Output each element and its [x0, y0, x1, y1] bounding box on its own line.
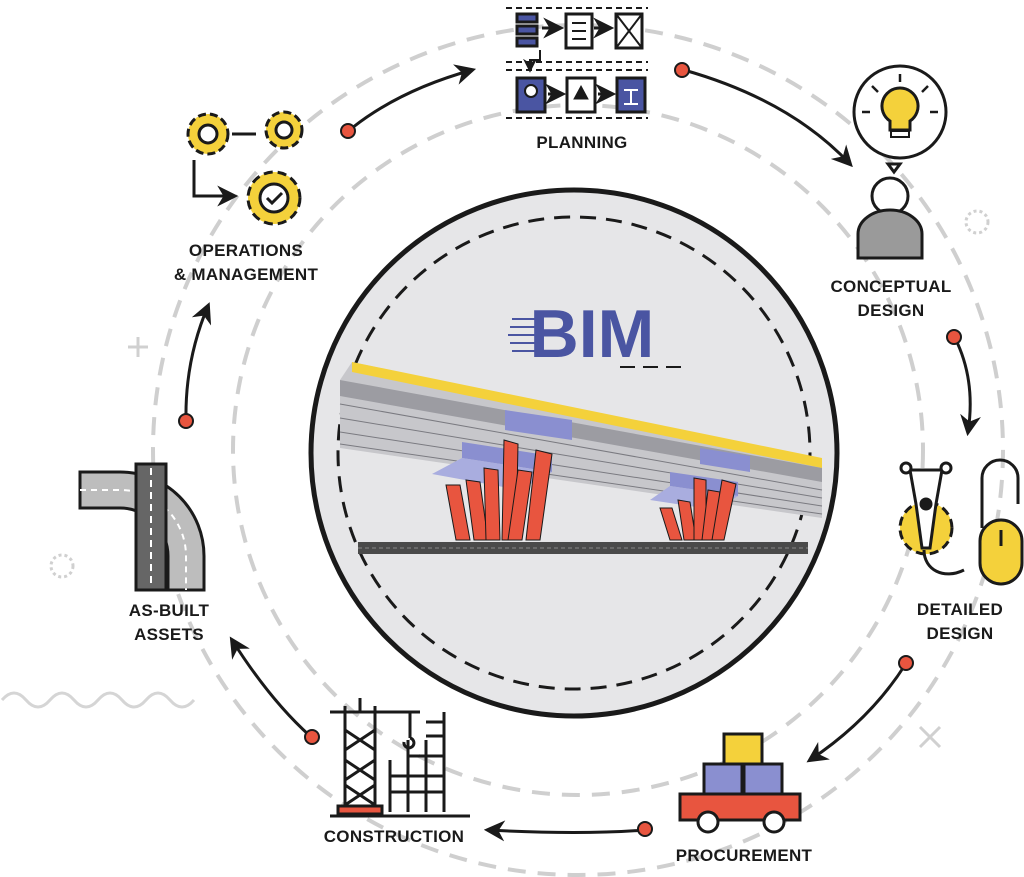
detailed-design-pen-gear-mouse-icon	[898, 458, 1024, 586]
red-dot	[340, 123, 356, 139]
bridge-pier-left	[432, 410, 572, 541]
detailed-design-label-line1: DETAILED	[917, 600, 1003, 619]
operations-management-label-line2: & MANAGEMENT	[174, 265, 319, 284]
as-built-assets-road-icon	[78, 462, 206, 592]
detailed-design-label-line2: DESIGN	[927, 624, 994, 643]
red-dot	[946, 329, 962, 345]
decorative-cross-icon	[918, 725, 942, 749]
red-dot	[674, 62, 690, 78]
arrow-asbuilt-to-ops	[184, 302, 212, 421]
bridge-pier-right	[650, 448, 750, 541]
procurement-cart-boxes-icon	[678, 732, 802, 834]
arrow-conceptual-to-detailed	[953, 337, 981, 437]
arrow-procurement-to-construction	[483, 820, 646, 842]
red-dot	[304, 729, 320, 745]
decorative-dotted-circle-icon	[964, 209, 990, 235]
red-dot	[637, 821, 653, 837]
bridge-illustration	[339, 362, 823, 554]
construction-crane-scaffold-icon	[330, 698, 470, 818]
procurement-label: PROCUREMENT	[676, 846, 813, 865]
arrow-planning-to-conceptual	[683, 68, 853, 168]
decorative-plus-icon	[128, 337, 148, 357]
arrow-construction-to-asbuilt	[229, 636, 312, 738]
bim-speed-lines	[508, 318, 535, 352]
conceptual-design-person-lightbulb-icon	[852, 64, 948, 260]
as-built-assets-label-line1: AS-BUILT	[129, 601, 210, 620]
operations-management-label-line1: OPERATIONS	[189, 241, 303, 260]
red-dot	[898, 655, 914, 671]
construction-label: CONSTRUCTION	[324, 827, 465, 846]
cycle-red-dots	[178, 62, 962, 837]
planning-label: PLANNING	[536, 133, 627, 152]
arrow-detailed-to-procurement	[806, 664, 907, 763]
conceptual-design-label-line1: CONCEPTUAL	[830, 277, 951, 296]
planning-flowchart-icon	[506, 7, 648, 119]
bim-title: BIM	[530, 296, 655, 372]
red-dot	[178, 413, 194, 429]
as-built-assets-label-line2: ASSETS	[134, 625, 204, 644]
arrow-ops-to-planning	[351, 64, 477, 130]
decorative-dotted-circle-icon-left	[49, 553, 75, 579]
cycle-arrows	[184, 64, 981, 842]
conceptual-design-label-line2: DESIGN	[858, 301, 925, 320]
decorative-wave-line	[0, 691, 196, 709]
center-bim-circle: BIM	[308, 187, 840, 719]
operations-management-gears-icon	[186, 110, 304, 226]
